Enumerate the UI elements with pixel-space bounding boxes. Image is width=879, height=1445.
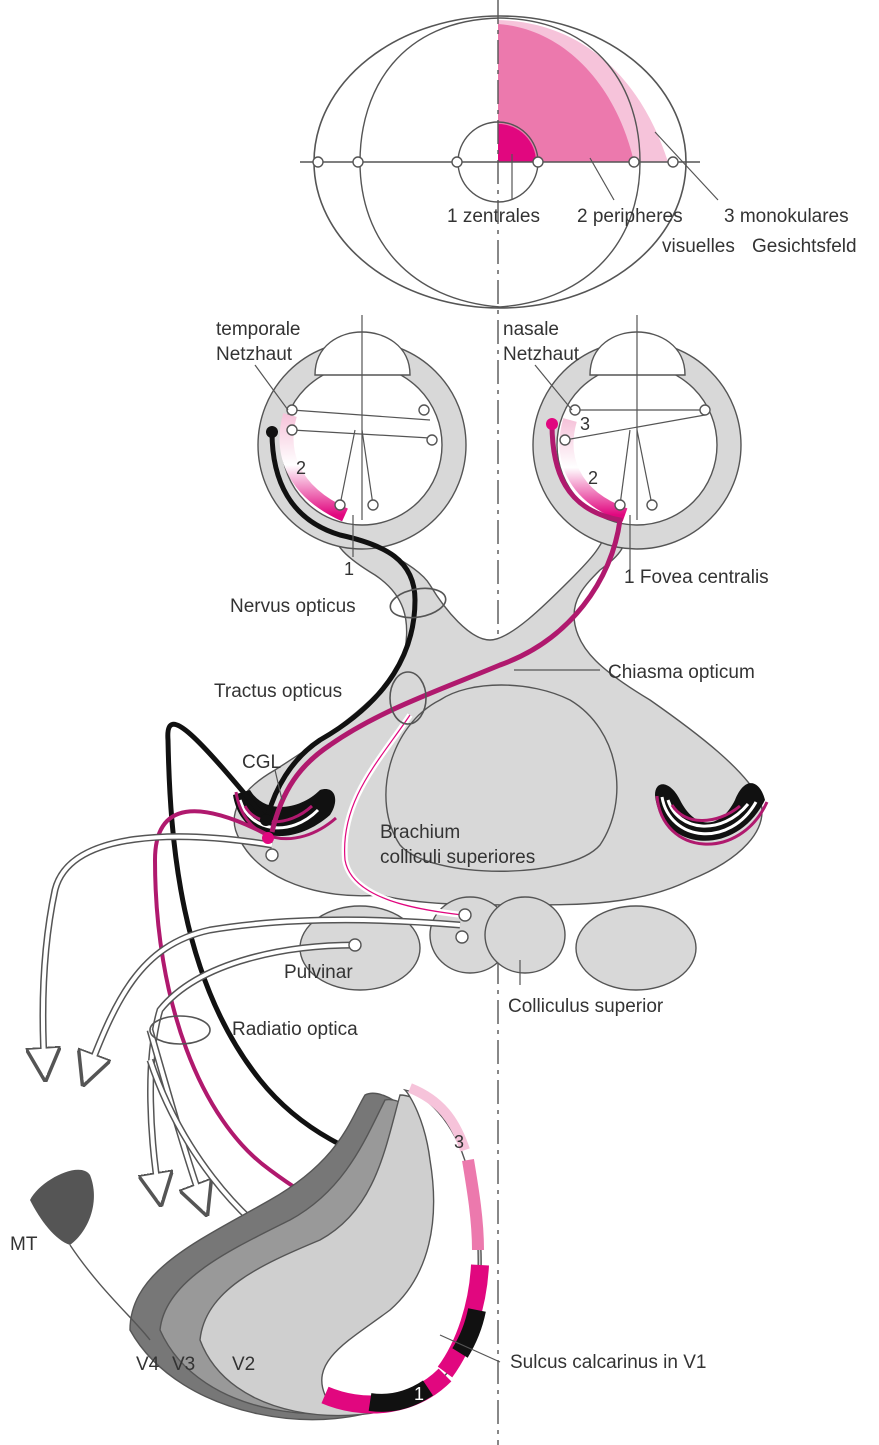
label-colliculus: Colliculus superior bbox=[508, 996, 664, 1017]
visual-field: 1 zentrales 2 peripheres 3 monokulares v… bbox=[300, 16, 857, 308]
label-mt: MT bbox=[10, 1234, 38, 1255]
label-central-field: 1 zentrales bbox=[447, 206, 540, 227]
label-temporal-2: Netzhaut bbox=[216, 344, 293, 365]
label-brachium-1: Brachium bbox=[380, 822, 460, 843]
label-optic-nerve: Nervus opticus bbox=[230, 596, 356, 617]
pulvinar-right bbox=[576, 906, 696, 990]
label-sulcus: Sulcus calcarinus in V1 bbox=[510, 1352, 706, 1373]
label-brachium-2: colliculi superiores bbox=[380, 847, 535, 868]
left-eye-zone-2: 2 bbox=[296, 458, 306, 478]
colliculus-right bbox=[485, 897, 565, 973]
midbrain-outline bbox=[386, 685, 617, 871]
cortex-mt bbox=[30, 1170, 94, 1245]
visual-cortex bbox=[30, 1088, 500, 1420]
label-v3: V3 bbox=[172, 1354, 195, 1375]
right-eye-zone-3: 3 bbox=[580, 414, 590, 434]
label-v4: V4 bbox=[136, 1354, 160, 1375]
cortex-zone-1: 1 bbox=[414, 1384, 424, 1404]
label-chiasm: Chiasma opticum bbox=[608, 662, 755, 683]
label-radiation: Radiatio optica bbox=[232, 1019, 358, 1040]
label-cgl: CGL bbox=[242, 752, 281, 773]
label-temporal-1: temporale bbox=[216, 319, 301, 340]
label-nasal-2: Netzhaut bbox=[503, 344, 580, 365]
label-field: Gesichtsfeld bbox=[752, 236, 857, 257]
label-optic-tract: Tractus opticus bbox=[214, 681, 342, 702]
label-peripheral-field: 2 peripheres bbox=[577, 206, 683, 227]
cortex-zone-2: 2 bbox=[462, 1227, 472, 1247]
label-visual: visuelles bbox=[662, 236, 735, 257]
left-eye-zone-1: 1 bbox=[344, 559, 354, 579]
label-v2: V2 bbox=[232, 1354, 255, 1375]
label-nasal-1: nasale bbox=[503, 319, 559, 340]
label-pulvinar: Pulvinar bbox=[284, 962, 353, 983]
label-fovea: 1 Fovea centralis bbox=[624, 567, 769, 588]
label-monocular-field: 3 monokulares bbox=[724, 206, 849, 227]
right-eye-zone-2: 2 bbox=[588, 468, 598, 488]
cortex-zone-3: 3 bbox=[454, 1132, 464, 1152]
